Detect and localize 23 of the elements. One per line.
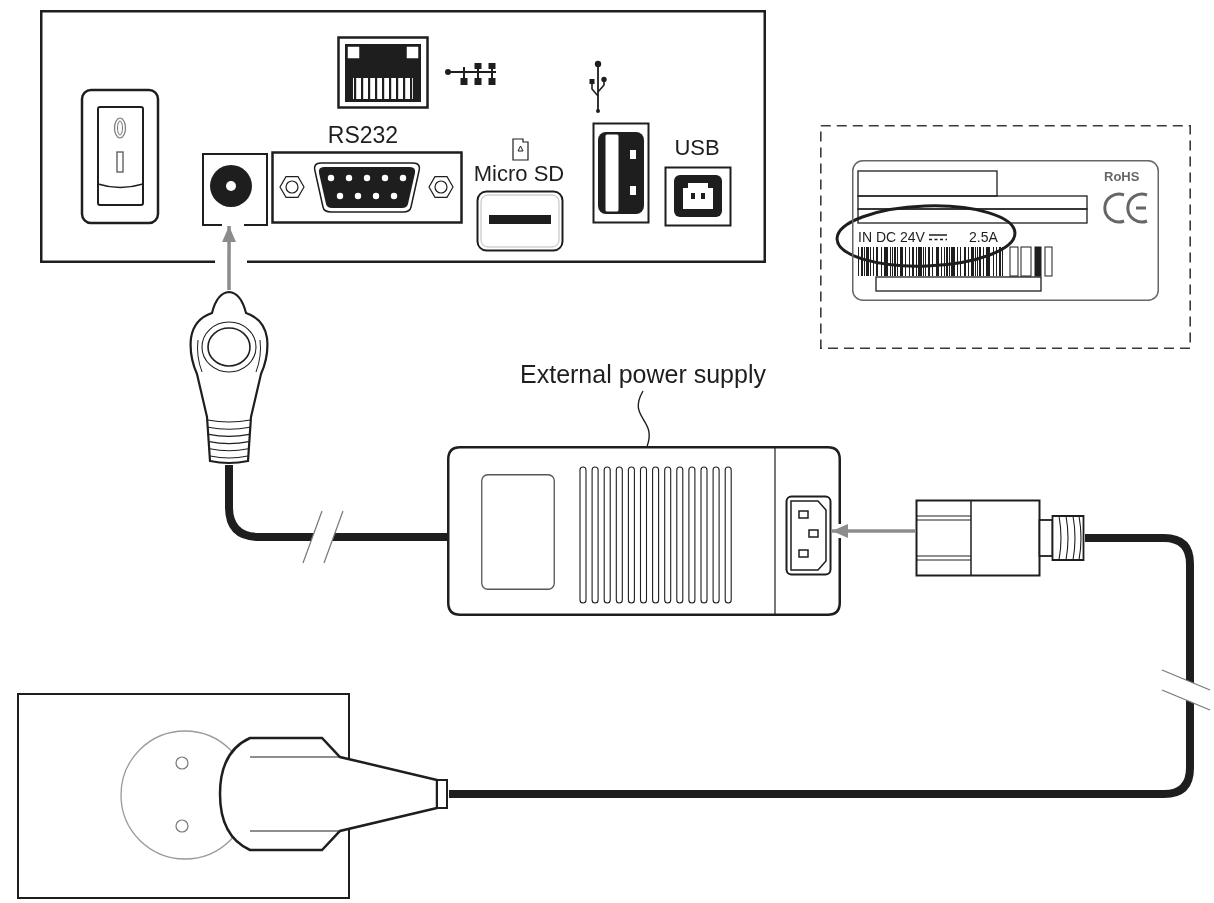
port-label: USB — [674, 137, 720, 159]
power-cable — [449, 534, 1194, 798]
detail-inset — [820, 125, 1191, 349]
power-supply — [447, 446, 841, 616]
label-area — [481, 474, 555, 590]
power-cable — [225, 465, 447, 541]
power-inlet — [785, 495, 832, 576]
rating-text: IN DC 24V — [858, 230, 925, 244]
rear-panel — [40, 10, 766, 263]
leader-line — [637, 390, 650, 447]
port-label: RS232 — [327, 124, 399, 147]
compliance-text: RoHS — [1104, 170, 1140, 183]
rating-text: 2.5A — [969, 230, 998, 244]
callout-label: External power supply — [505, 357, 781, 391]
rating-plate — [852, 160, 1159, 301]
mains-plug — [218, 736, 449, 852]
dc-power-jack — [202, 153, 268, 226]
dc-plug — [188, 290, 270, 465]
arrow — [222, 226, 237, 290]
wall-socket — [17, 693, 350, 899]
port-label: Micro SD — [473, 163, 565, 185]
power-cord-connector — [915, 499, 1085, 577]
arrow — [832, 523, 915, 538]
